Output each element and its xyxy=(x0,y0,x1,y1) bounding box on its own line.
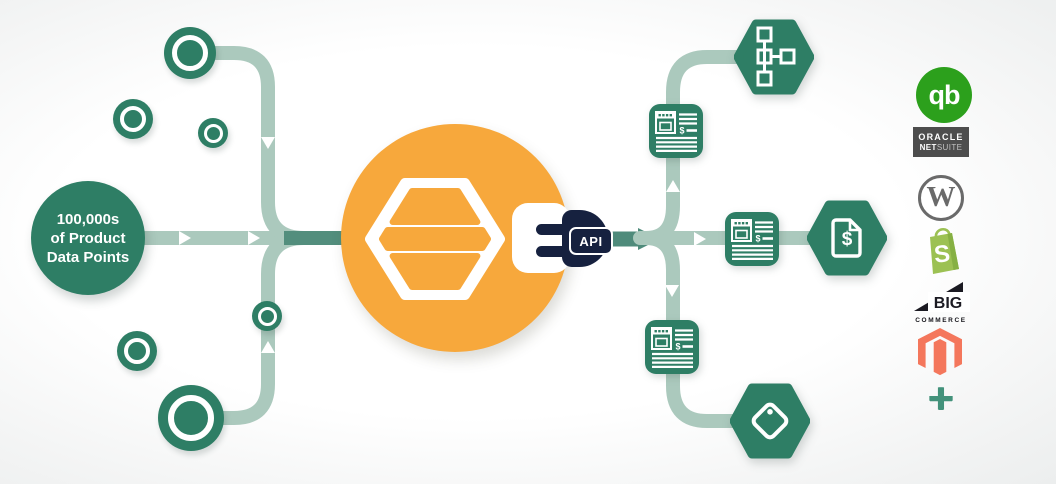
netsuite-net-text: NET xyxy=(919,143,937,152)
netsuite-wordmark: NETSUITE xyxy=(920,143,963,152)
source-label-line3: Data Points xyxy=(46,248,130,266)
arrow-right-icon xyxy=(248,231,260,245)
plug-prong xyxy=(536,224,568,235)
plus-icon: + xyxy=(928,374,954,423)
price-tag-icon xyxy=(751,402,789,440)
arrow-up-icon xyxy=(261,341,275,353)
product-data-source: 100,000s of Product Data Points xyxy=(31,181,145,295)
socket-cutout xyxy=(512,203,570,273)
product-feed-document-icon: $ xyxy=(649,104,703,158)
api-badge: API xyxy=(569,227,613,255)
data-node-ring xyxy=(198,118,228,148)
plug-prong xyxy=(536,246,568,257)
bigcommerce-sail-icon: BIG xyxy=(914,282,970,312)
hub-circle xyxy=(341,124,569,352)
dollar-document-icon: $ xyxy=(831,218,862,258)
wordpress-logo-icon: W xyxy=(926,180,956,213)
arrow-right-icon xyxy=(694,232,706,246)
arrow-down-icon xyxy=(261,137,275,149)
data-node-ring xyxy=(113,99,153,139)
netsuite-suite-text: SUITE xyxy=(936,143,963,152)
bigcommerce-big-text: BIG xyxy=(934,295,962,312)
oracle-wordmark: ORACLE xyxy=(918,132,964,142)
arrow-right-icon xyxy=(179,231,191,245)
api-label: API xyxy=(579,233,603,249)
shopify-bag-icon: S xyxy=(930,228,959,274)
integration-more: + xyxy=(925,377,957,421)
integration-oracle-netsuite: ORACLE NETSUITE xyxy=(913,127,969,157)
integration-magento xyxy=(918,328,962,376)
data-node-ring xyxy=(252,301,282,331)
magento-m-icon xyxy=(918,328,962,376)
arrow-up-icon xyxy=(666,180,680,192)
integration-shopify: S xyxy=(930,228,959,274)
product-feed-document-icon: $ xyxy=(645,320,699,374)
shopify-s-text: S xyxy=(933,240,951,268)
destination-hexagon-sitemap xyxy=(734,19,814,95)
integration-bigcommerce: BIG COMMERCE xyxy=(912,281,970,324)
quickbooks-logo-icon: qb xyxy=(928,79,961,110)
destination-hexagon-price-tag xyxy=(730,383,810,459)
svg-text:$: $ xyxy=(679,126,684,136)
product-feed-document-icon: $ xyxy=(725,212,779,266)
svg-text:$: $ xyxy=(842,229,853,250)
svg-text:$: $ xyxy=(755,234,760,244)
flow-line-right-bottom xyxy=(639,231,741,428)
sitemap-icon xyxy=(756,26,796,87)
svg-text:$: $ xyxy=(675,342,680,352)
hive-logo-icon xyxy=(365,178,505,300)
data-node-ring xyxy=(117,331,157,371)
source-label-line1: 100,000s xyxy=(56,210,120,228)
data-node-ring xyxy=(158,385,224,451)
bigcommerce-commerce-text: COMMERCE xyxy=(915,317,967,324)
integration-quickbooks: qb xyxy=(916,67,972,123)
integration-wordpress: W xyxy=(918,175,964,221)
flow-arrows xyxy=(179,137,706,353)
data-node-ring xyxy=(164,27,216,79)
arrow-down-icon xyxy=(665,285,679,297)
source-label-line2: of Product xyxy=(50,229,126,247)
destination-hexagon-pricing-document: $ xyxy=(807,200,887,276)
